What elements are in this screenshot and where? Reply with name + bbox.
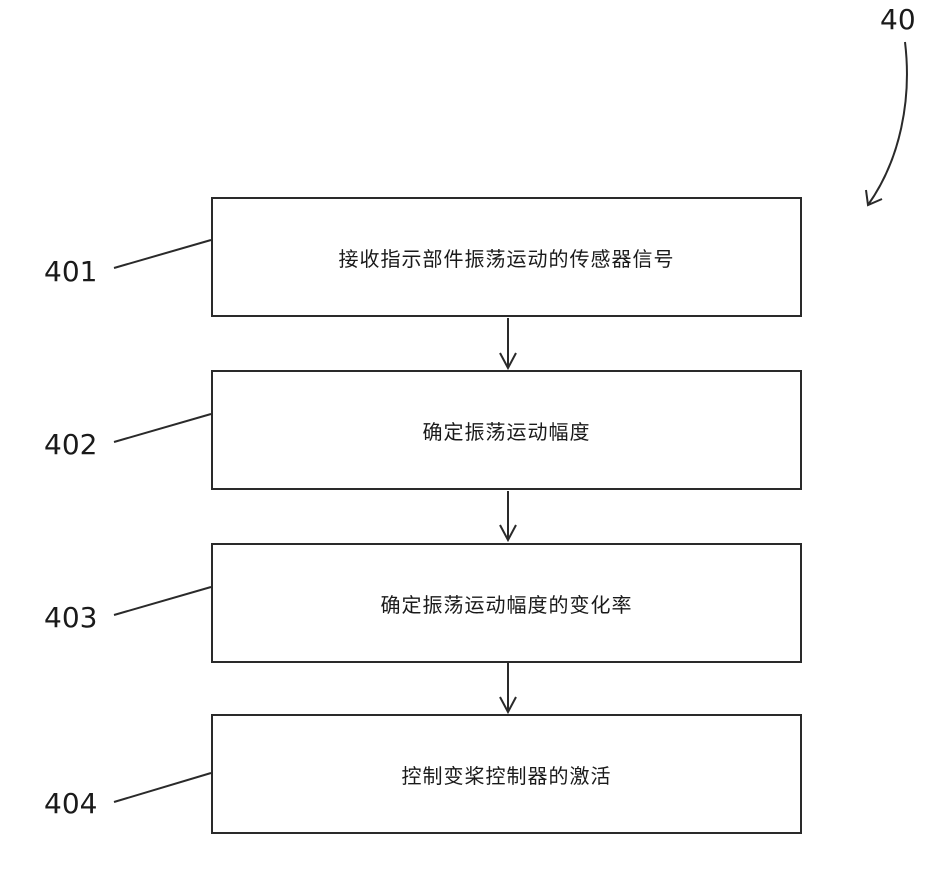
step-ref-label-403: 403 — [44, 604, 97, 632]
step-box-404: 控制变桨控制器的激活 — [211, 714, 802, 834]
leader-line-402 — [114, 414, 211, 442]
leader-line-403 — [114, 587, 211, 615]
step-text-404: 控制变桨控制器的激活 — [402, 760, 612, 789]
step-text-401: 接收指示部件振荡运动的传感器信号 — [339, 243, 675, 272]
step-box-403: 确定振荡运动幅度的变化率 — [211, 543, 802, 663]
leader-line-401 — [114, 240, 211, 268]
leader-line-404 — [114, 773, 211, 802]
step-ref-label-404: 404 — [44, 790, 97, 818]
step-box-402: 确定振荡运动幅度 — [211, 370, 802, 490]
figure-ref-label: 40 — [880, 6, 916, 34]
step-box-401: 接收指示部件振荡运动的传感器信号 — [211, 197, 802, 317]
step-ref-label-401: 401 — [44, 258, 97, 286]
figure-pointer-line — [868, 42, 907, 205]
step-text-403: 确定振荡运动幅度的变化率 — [381, 589, 633, 618]
step-ref-label-402: 402 — [44, 431, 97, 459]
step-text-402: 确定振荡运动幅度 — [423, 416, 591, 445]
